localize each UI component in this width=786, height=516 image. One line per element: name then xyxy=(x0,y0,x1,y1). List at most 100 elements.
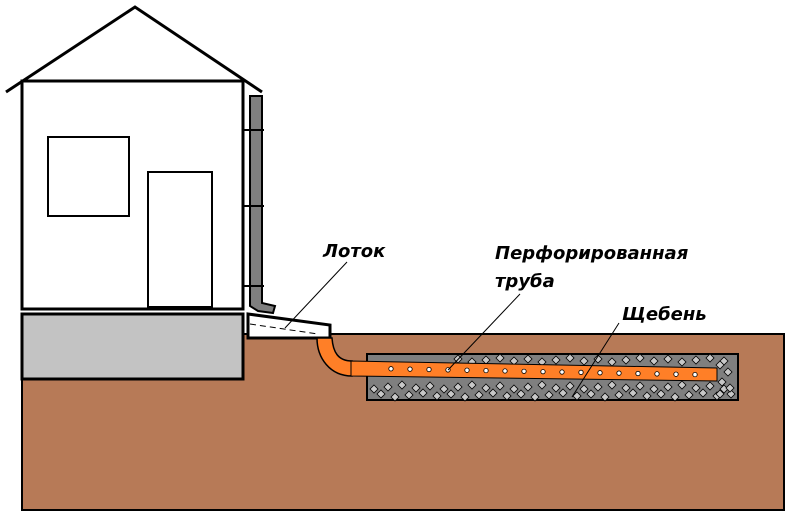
gravel-stone xyxy=(572,391,582,401)
gravel-stone xyxy=(474,390,484,400)
gravel-stone xyxy=(656,389,666,399)
label-perforated-pipe-line2: труба xyxy=(495,271,555,292)
gravel-stone xyxy=(593,382,603,392)
pipe-hole xyxy=(673,371,679,377)
gravel-stone xyxy=(418,388,428,398)
pipe-hole xyxy=(578,369,584,375)
gravel-stone xyxy=(663,382,673,392)
gravel-stone xyxy=(383,382,393,392)
pipe-hole xyxy=(597,370,603,376)
gravel-stone xyxy=(726,389,736,399)
gravel-stone xyxy=(607,380,617,390)
gravel-stone xyxy=(509,384,519,394)
gravel-stone xyxy=(537,380,547,390)
gravel-stone xyxy=(376,389,386,399)
gravel-stone xyxy=(460,392,470,402)
gravel-stone xyxy=(397,380,407,390)
gravel-stone xyxy=(691,383,701,393)
gravel-stone xyxy=(523,354,533,364)
gravel-stone xyxy=(642,391,652,401)
door xyxy=(147,171,213,308)
gravel-stone xyxy=(614,390,624,400)
downspout-pipe xyxy=(249,95,277,315)
gravel-stone xyxy=(439,384,449,394)
gravel-stone xyxy=(715,360,725,370)
pipe-hole xyxy=(502,368,508,374)
pipe-hole xyxy=(692,371,698,378)
gravel-stone xyxy=(705,381,715,391)
gravel-stone xyxy=(544,390,554,400)
gravel-stone xyxy=(530,392,540,402)
gravel-stone xyxy=(502,391,512,401)
pipe-hole xyxy=(388,366,394,372)
gravel-stone xyxy=(725,383,735,393)
label-tray: Лоток xyxy=(322,241,386,262)
gravel-stone xyxy=(467,380,477,390)
pipe-hole xyxy=(635,370,641,377)
gravel-stone xyxy=(677,380,687,390)
gravel-stone xyxy=(717,377,727,387)
perforated-pipe xyxy=(350,360,718,382)
pipe-hole xyxy=(521,368,527,374)
pipe-hole xyxy=(559,369,565,375)
gravel-stone xyxy=(663,354,673,364)
gravel-stone xyxy=(516,389,526,399)
pipe-hole xyxy=(426,366,432,373)
gravel-stone xyxy=(481,383,491,393)
gravel-stone xyxy=(670,392,680,402)
gravel-stone xyxy=(635,353,645,363)
gravel-stone xyxy=(649,384,659,394)
gravel-stone xyxy=(495,381,505,391)
downspout xyxy=(243,95,277,315)
foundation xyxy=(20,312,245,381)
gravel-stone xyxy=(705,353,715,363)
leader-line-gravel xyxy=(571,322,620,398)
label-perforated-pipe-line1: Перфорированная xyxy=(495,243,689,264)
gravel-stone xyxy=(446,389,456,399)
gravel-stone xyxy=(551,383,561,393)
gravel-stone xyxy=(691,355,701,365)
gravel-stone xyxy=(715,389,725,399)
leader-line-tray xyxy=(284,261,348,329)
gravel-stone xyxy=(723,367,733,377)
gravel-stone xyxy=(488,388,498,398)
gravel-stone xyxy=(558,388,568,398)
gravel-stone xyxy=(621,383,631,393)
gravel-stone xyxy=(390,392,400,402)
pipe-hole xyxy=(654,371,660,377)
gravel-stone xyxy=(586,389,596,399)
gravel-stone xyxy=(600,392,610,402)
roof xyxy=(5,5,263,94)
label-gravel: Щебень xyxy=(622,304,707,325)
gravel-stone xyxy=(621,355,631,365)
gravel-stone xyxy=(565,381,575,391)
gravel-stone xyxy=(495,353,505,363)
gravel-stone xyxy=(404,390,414,400)
gravel-stone xyxy=(453,382,463,392)
pipe-holes xyxy=(388,366,698,378)
gravel-stone xyxy=(523,382,533,392)
tray-dashed-line xyxy=(249,323,319,335)
pipe-hole xyxy=(483,367,489,374)
gravel-stone xyxy=(565,353,575,363)
window xyxy=(47,136,130,217)
gravel-stone xyxy=(635,381,645,391)
gravel-stone xyxy=(411,383,421,393)
gravel-stone xyxy=(649,356,659,366)
gravel-stone xyxy=(593,354,603,364)
pipe-hole xyxy=(540,369,546,375)
leader-line-pipe xyxy=(447,293,521,371)
gravel-stone xyxy=(684,390,694,400)
gravel-stone xyxy=(432,391,442,401)
gravel-stone xyxy=(551,355,561,365)
gravel-stone xyxy=(698,388,708,398)
gravel-stone xyxy=(579,384,589,394)
pipe-hole xyxy=(464,367,470,373)
pipe-hole xyxy=(616,370,622,376)
pipe-hole xyxy=(407,366,413,372)
gravel-stone xyxy=(369,384,379,394)
gravel-stone xyxy=(677,357,687,367)
gravel-stone xyxy=(628,388,638,398)
gravel-stone xyxy=(425,381,435,391)
